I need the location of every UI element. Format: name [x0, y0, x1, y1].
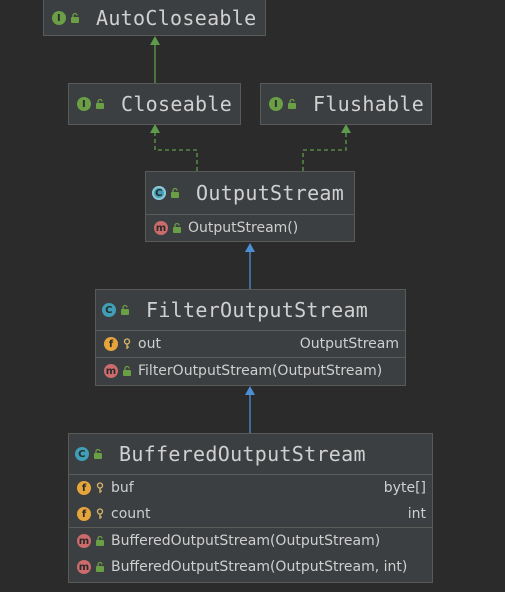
divider: [69, 527, 432, 528]
node-filteroutputstream[interactable]: C FilterOutputStream f out OutputStream …: [95, 289, 406, 386]
public-lock-icon: [71, 12, 79, 23]
method-row[interactable]: m BufferedOutputStream(OutputStream): [69, 528, 432, 554]
public-lock-icon: [96, 535, 104, 546]
method-signature: BufferedOutputStream(OutputStream, int): [111, 559, 408, 575]
method-icon: m: [77, 560, 91, 574]
method-icon: m: [104, 364, 118, 378]
edge-outputstream-flushable: [302, 132, 347, 171]
divider: [96, 357, 405, 358]
field-icon: f: [77, 481, 91, 495]
node-closeable[interactable]: I Closeable: [68, 83, 241, 125]
arrowhead-flushable: [341, 124, 351, 133]
field-row[interactable]: f buf byte[]: [69, 475, 432, 501]
divider: [96, 330, 405, 331]
node-header: C FilterOutputStream: [96, 290, 405, 330]
field-icon: f: [104, 337, 118, 351]
method-icon: m: [77, 534, 91, 548]
divider: [69, 474, 432, 475]
field-name: buf: [111, 480, 134, 496]
arrowhead-closeable: [150, 124, 160, 133]
field-icon: f: [77, 507, 91, 521]
node-outputstream[interactable]: C OutputStream m OutputStream(): [145, 171, 355, 242]
node-title: OutputStream: [196, 181, 345, 205]
field-type: OutputStream: [299, 336, 399, 352]
method-row[interactable]: m OutputStream(): [146, 215, 354, 241]
divider: [146, 214, 354, 215]
interface-icon: I: [269, 97, 283, 111]
field-name: count: [111, 506, 151, 522]
node-header: I AutoCloseable: [44, 0, 265, 35]
node-autocloseable[interactable]: I AutoCloseable: [43, 0, 266, 36]
node-title: BufferedOutputStream: [119, 442, 366, 466]
node-header: I Closeable: [69, 84, 240, 124]
method-icon: m: [154, 221, 168, 235]
node-bufferedoutputstream[interactable]: C BufferedOutputStream f buf byte[] f co…: [68, 433, 433, 583]
method-row[interactable]: m FilterOutputStream(OutputStream): [96, 358, 405, 384]
method-signature: BufferedOutputStream(OutputStream): [111, 533, 381, 549]
field-type: int: [407, 506, 426, 522]
node-header: C OutputStream: [146, 172, 354, 214]
edge-outputstream-closeable: [154, 132, 198, 171]
public-lock-icon: [171, 187, 179, 198]
arrowhead-filteroutputstream: [245, 386, 255, 395]
method-row[interactable]: m BufferedOutputStream(OutputStream, int…: [69, 554, 432, 580]
node-header: I Flushable: [261, 84, 431, 124]
node-title: AutoCloseable: [96, 6, 257, 30]
arrowhead-autocloseable: [150, 36, 160, 45]
node-flushable[interactable]: I Flushable: [260, 83, 432, 125]
node-header: C BufferedOutputStream: [69, 434, 432, 474]
public-lock-icon: [288, 98, 296, 109]
public-lock-icon: [96, 561, 104, 572]
node-title: Flushable: [313, 92, 425, 116]
public-lock-icon: [96, 98, 104, 109]
public-lock-icon: [94, 448, 102, 459]
field-row[interactable]: f out OutputStream: [96, 331, 405, 357]
node-title: Closeable: [121, 92, 233, 116]
interface-icon: I: [52, 11, 66, 25]
method-signature: OutputStream(): [188, 220, 299, 236]
node-title: FilterOutputStream: [146, 298, 369, 322]
arrowhead-outputstream: [245, 243, 255, 252]
interface-icon: I: [77, 97, 91, 111]
field-row[interactable]: f count int: [69, 501, 432, 527]
method-signature: FilterOutputStream(OutputStream): [138, 363, 383, 379]
protected-key-icon: [96, 482, 104, 493]
public-lock-icon: [123, 365, 131, 376]
field-type: byte[]: [383, 480, 426, 496]
abstract-class-icon: C: [152, 186, 166, 200]
field-name: out: [138, 336, 161, 352]
public-lock-icon: [173, 222, 181, 233]
class-icon: C: [102, 303, 116, 317]
class-icon: C: [75, 447, 89, 461]
protected-key-icon: [96, 508, 104, 519]
public-lock-icon: [121, 304, 129, 315]
protected-key-icon: [123, 338, 131, 349]
